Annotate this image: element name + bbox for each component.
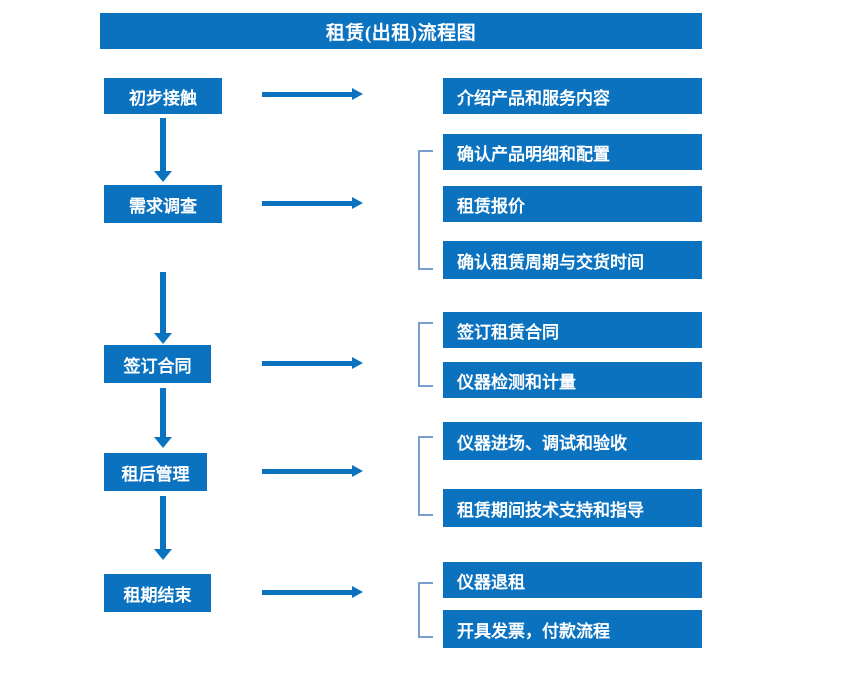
- arrow-shaft: [160, 272, 166, 333]
- detail-box-2-3[interactable]: 确认租赁周期与交货时间: [443, 241, 702, 279]
- right-arrow-icon-3: [262, 357, 363, 369]
- right-arrow-icon-2: [262, 197, 363, 209]
- arrow-shaft: [160, 118, 166, 171]
- detail-box-4-1[interactable]: 仪器进场、调试和验收: [443, 422, 702, 460]
- right-arrow-icon-5: [262, 586, 363, 598]
- group-bracket-2: [418, 150, 433, 270]
- stage-box-4[interactable]: 租后管理: [104, 453, 207, 491]
- detail-box-5-1[interactable]: 仪器退租: [443, 562, 702, 598]
- arrow-head: [352, 586, 363, 598]
- right-arrow-icon-1: [262, 88, 363, 100]
- arrow-head: [352, 357, 363, 369]
- stage-box-5[interactable]: 租期结束: [104, 574, 211, 612]
- detail-box-2-1[interactable]: 确认产品明细和配置: [443, 134, 702, 170]
- arrow-shaft: [262, 469, 352, 474]
- arrow-head: [352, 465, 363, 477]
- down-arrow-icon-3: [154, 388, 172, 448]
- detail-box-1-1[interactable]: 介绍产品和服务内容: [443, 78, 702, 114]
- arrow-shaft: [262, 201, 352, 206]
- arrow-shaft: [262, 92, 352, 97]
- detail-box-2-2[interactable]: 租赁报价: [443, 186, 702, 222]
- detail-box-4-2[interactable]: 租赁期间技术支持和指导: [443, 489, 702, 527]
- arrow-head: [352, 197, 363, 209]
- group-bracket-4: [418, 436, 433, 516]
- detail-box-3-2[interactable]: 仪器检测和计量: [443, 362, 702, 398]
- arrow-shaft: [160, 496, 166, 549]
- arrow-shaft: [262, 361, 352, 366]
- page-title: 租赁(出租)流程图: [100, 13, 702, 49]
- stage-box-1[interactable]: 初步接触: [104, 78, 222, 114]
- arrow-head: [352, 88, 363, 100]
- group-bracket-3: [418, 322, 433, 387]
- arrow-head: [154, 171, 172, 182]
- stage-box-3[interactable]: 签订合同: [104, 345, 211, 383]
- arrow-shaft: [262, 590, 352, 595]
- down-arrow-icon-1: [154, 118, 172, 182]
- detail-box-3-1[interactable]: 签订租赁合同: [443, 312, 702, 348]
- detail-box-5-2[interactable]: 开具发票，付款流程: [443, 610, 702, 648]
- group-bracket-5: [418, 582, 433, 638]
- down-arrow-icon-2: [154, 272, 172, 344]
- down-arrow-icon-4: [154, 496, 172, 560]
- arrow-head: [154, 549, 172, 560]
- arrow-shaft: [160, 388, 166, 437]
- arrow-head: [154, 437, 172, 448]
- right-arrow-icon-4: [262, 465, 363, 477]
- arrow-head: [154, 333, 172, 344]
- stage-box-2[interactable]: 需求调查: [104, 185, 222, 223]
